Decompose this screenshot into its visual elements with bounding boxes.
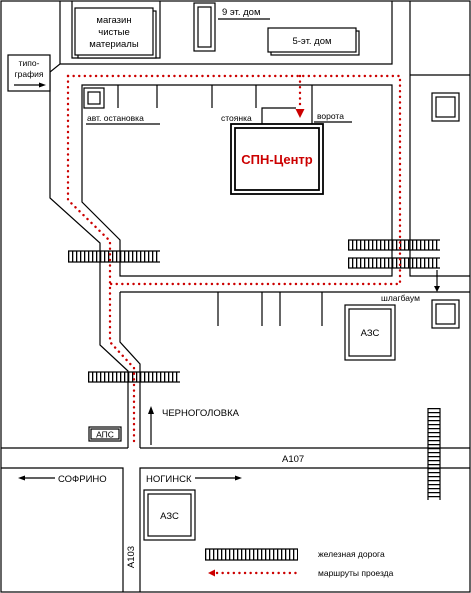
shop-building-outline [74, 7, 154, 56]
gas-station-east: АЗС [344, 304, 396, 361]
parking-label: стоянка [221, 113, 252, 123]
house-9-floors-inner [197, 6, 212, 48]
arrow-up-icon [148, 406, 154, 414]
gas-station-east-inner [348, 308, 392, 357]
aps-label: АПС [96, 430, 114, 440]
right-buildings [431, 92, 460, 329]
gate-label: ворота [317, 111, 344, 121]
aps-inner [90, 428, 120, 440]
printing-house-label-line-2: графия [15, 69, 44, 79]
legend-route-label: маршруты проезда [318, 568, 394, 578]
left-road-outer-edge [49, 1, 129, 448]
chernogolovka-label: ЧЕРНОГОЛОВКА [162, 408, 240, 419]
bus-stop-label: авт. остановка [87, 113, 144, 123]
shop-building: магазин чистые материалы [74, 7, 157, 59]
gate-arrow-icon [295, 109, 305, 118]
legend-railway-symbol [205, 548, 298, 561]
direction-chernogolovka: ЧЕРНОГОЛОВКА [148, 406, 240, 445]
noginsk-label: НОГИНСК [146, 474, 192, 485]
parking-area-outline [261, 107, 296, 124]
barrier: шлагбаум [381, 270, 440, 303]
driving-route [66, 74, 402, 448]
building-east-south-inner [435, 303, 456, 325]
highway-a107-label: А107 [282, 454, 304, 465]
arrow-left-icon [18, 475, 25, 481]
arrow-left-icon [208, 569, 215, 577]
shop-label-line-1: магазин [96, 15, 131, 26]
gas-station-east-label: АЗС [361, 328, 380, 339]
shop-label-line-3: материалы [89, 39, 139, 50]
house-5-floors: 5-эт. дом [267, 27, 360, 56]
highway-a107-south-edge-west [1, 467, 124, 592]
railway-left [68, 250, 160, 263]
gas-station-south-inner [147, 493, 192, 537]
top-lot-boundary [60, 1, 393, 65]
highway-a103-label: А103 [126, 546, 137, 568]
gas-station-south-label: АЗС [160, 511, 179, 522]
spn-center-inner [234, 127, 320, 191]
printing-house-label-line-1: типо- [19, 58, 40, 68]
arrow-right-icon [235, 475, 242, 481]
route-main [66, 74, 402, 286]
bus-stop-inner [87, 91, 101, 105]
spn-center-building: СПН-Центр [230, 123, 324, 195]
right-road-outer-edge [409, 1, 470, 277]
highway-a107-south-edge-east [139, 467, 470, 592]
gas-station-south: АЗС [143, 489, 196, 541]
spn-center-label: СПН-Центр [241, 152, 313, 167]
parking-slot-lines-south [217, 292, 323, 326]
house-9-floors: 9 эт. дом [193, 2, 270, 52]
legend-railway-label: железная дорога [318, 549, 385, 559]
arrow-right-icon [39, 82, 46, 88]
legend-route-symbol [208, 569, 300, 577]
house-5-floors-label: 5-эт. дом [292, 36, 331, 47]
sofrino-label: СОФРИНО [58, 474, 107, 485]
direction-sofrino: СОФРИНО [18, 474, 107, 485]
barrier-label: шлагбаум [381, 293, 420, 303]
house-5-floors-outline [267, 27, 357, 53]
railway-east-2 [348, 257, 440, 269]
gate: ворота [314, 111, 352, 123]
parking-slot-lines-north [117, 85, 257, 108]
railway-east-1 [348, 239, 440, 251]
shop-label-line-2: чистые [98, 27, 129, 38]
barrier-arrow-icon [434, 286, 440, 292]
parking-lines [117, 85, 323, 326]
building-east-north-inner [435, 96, 456, 118]
left-road-inner-edge-lower [119, 292, 141, 448]
printing-house: типо- графия [7, 54, 51, 92]
bus-stop: авт. остановка [83, 87, 160, 125]
direction-noginsk: НОГИНСК [146, 474, 242, 485]
center-block-boundary [81, 84, 393, 277]
railway-lower [88, 371, 180, 383]
legend: железная дорога маршруты проезда [205, 548, 394, 578]
railway-south-east [427, 408, 441, 500]
house-9-floors-label: 9 эт. дом [222, 7, 261, 18]
aps-building: АПС [88, 426, 122, 442]
